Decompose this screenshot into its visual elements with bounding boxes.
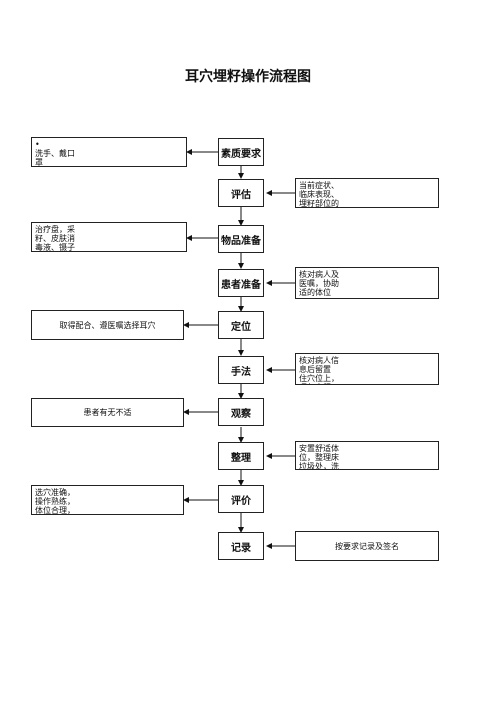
step-patient-preparation: 患者准备	[218, 269, 264, 297]
note-quality-requirements: • 洗手、戴口 罩	[31, 137, 187, 167]
step-positioning: 定位	[218, 311, 264, 339]
note-tidying: 安置舒适体 位，整理床 垃圾处，洗 手	[295, 441, 439, 470]
note-evaluation: 选穴准确， 操作熟练， 体位合理， 患者感觉	[31, 485, 184, 515]
note-technique: 核对病人信 息后留置 住穴位上， 嘱勿忘留 意事项	[295, 353, 439, 385]
note-positioning: 取得配合、遵医嘱选择耳穴	[31, 310, 184, 340]
step-technique: 手法	[218, 356, 264, 384]
note-assessment: 当前症状、 临床表现、 埋籽部位的 皮肤情况	[295, 178, 439, 208]
step-observation: 观察	[218, 398, 264, 426]
step-recording: 记录	[218, 532, 264, 560]
step-tidying: 整理	[218, 442, 264, 470]
step-assessment: 评估	[218, 179, 264, 207]
note-supplies: 治疗盘，采 籽、皮肤消 毒液、镊子 、棉签、探	[31, 222, 187, 252]
note-recording: 按要求记录及签名	[295, 531, 439, 561]
page-title: 耳穴埋籽操作流程图	[185, 69, 311, 85]
step-evaluation: 评价	[218, 485, 264, 513]
step-supplies-preparation: 物品准备	[218, 225, 264, 253]
step-quality-requirements: 素质要求	[218, 138, 264, 166]
note-patient-preparation: 核对病人及 医嘱，协助 适的体位	[295, 267, 439, 299]
note-observation: 患者有无不适	[31, 398, 184, 427]
